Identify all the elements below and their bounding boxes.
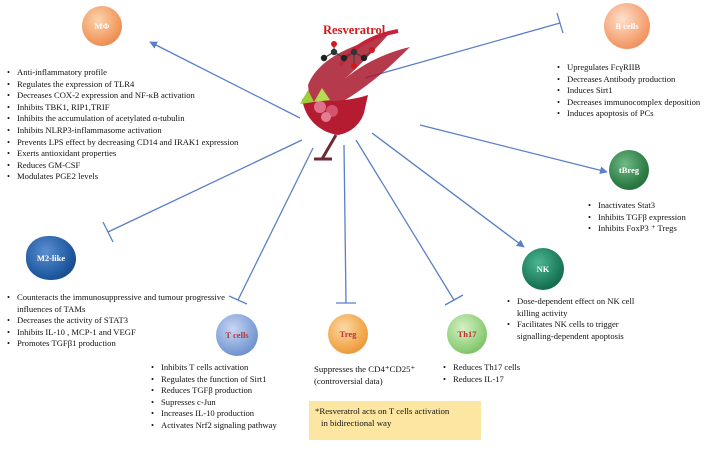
tbreg-effect-item: Inhibits TGFβ expression [587, 212, 717, 224]
th17-label: Th17 [457, 329, 477, 339]
treg-effect-line1: Suppresses the CD4⁺CD25⁺ [314, 364, 416, 374]
note-line1: *Resveratrol acts on T cells activation [315, 406, 450, 416]
b-cell-effect-item: Induces apoptosis of PCs [556, 108, 718, 120]
macrophage-label: MΦ [94, 21, 110, 31]
th17-cell: Th17 [447, 314, 487, 354]
t-cell-effect-item: Increases IL-10 production [150, 408, 308, 420]
tbreg-label: tBreg [618, 165, 640, 175]
macrophage-effect-item: Anti-inflammatory profile [6, 67, 316, 79]
macrophage-effect-item: Inhibits the accumulation of acetylated … [6, 113, 316, 125]
note-box: *Resveratrol acts on T cells activation … [309, 401, 481, 440]
inhibit-bar-b-cells [556, 12, 564, 34]
t-cells-cell: T cells [216, 314, 258, 356]
t-cell-effect-item: Regulates the function of Sirt1 [150, 374, 308, 386]
macrophage-effect-item: Reduces GM-CSF [6, 160, 316, 172]
macrophage-effect-item: Decreases COX-2 expression and NF-κB act… [6, 90, 316, 102]
nk-effect-item: Facilitates NK cells to trigger signalli… [506, 319, 656, 342]
inhibit-line-treg [343, 144, 347, 304]
macrophage-effect-item: Inhibits TBK1, RIP1,TRIF [6, 102, 316, 114]
molecule-icon [320, 41, 375, 69]
tbreg-effects-list: Inactivates Stat3Inhibits TGFβ expressio… [587, 200, 717, 235]
m2-effect-item: Decreases the activity of STAT3 [6, 315, 226, 327]
macrophage-effect-item: Prevents LPS effect by decreasing CD14 a… [6, 137, 316, 149]
th17-effect-item: Reduces Th17 cells [442, 362, 562, 374]
treg-effects: Suppresses the CD4⁺CD25⁺ (controversial … [314, 364, 434, 387]
nk-effect-item: Dose-dependent effect on NK cell killing… [506, 296, 656, 319]
arrow-to-tbreg [419, 124, 608, 175]
th17-effect-item: Reduces IL-17 [442, 374, 562, 386]
macrophage-effects-list: Anti-inflammatory profileRegulates the e… [6, 67, 316, 183]
tbreg-effect-item: Inhibits FoxP3 ⁺ Tregs [587, 223, 717, 235]
macrophage-effect-item: Regulates the expression of TLR4 [6, 79, 316, 91]
inhibit-bar-m2 [102, 221, 114, 243]
inhibit-line-th17 [355, 139, 455, 301]
tbreg-effect-item: Inactivates Stat3 [587, 200, 717, 212]
b-cell-effect-item: Decreases Antibody production [556, 74, 718, 86]
nk-cell: NK [522, 248, 564, 290]
m2-effect-item: Inhibits IL-10 , MCP-1 and VEGF [6, 327, 226, 339]
m2-like-effects-list: Counteracts the immunosuppressive and tu… [6, 292, 226, 350]
t-cells-label: T cells [225, 330, 249, 340]
b-cell-effect-item: Decreases immunocomplex deposition [556, 97, 718, 109]
macrophage-cell: MΦ [82, 6, 122, 46]
treg-effect-line2: (controversial data) [314, 375, 383, 386]
nk-effects-list: Dose-dependent effect on NK cell killing… [506, 296, 656, 342]
treg-cell: Treg [328, 314, 368, 354]
m2-effect-item: Counteracts the immunosuppressive and tu… [6, 292, 226, 315]
th17-effects-list: Reduces Th17 cellsReduces IL-17 [442, 362, 562, 385]
note-line2: in bidirectional way [321, 418, 392, 428]
arrow-to-nk [371, 132, 525, 248]
b-cells-label: B cells [615, 21, 639, 31]
macrophage-effect-item: Exerts antioxidant properties [6, 148, 316, 160]
tbreg-cell: tBreg [609, 150, 649, 190]
b-cell-effect-item: Induces Sirt1 [556, 85, 718, 97]
b-cell-effect-item: Upregulates FcγRIIB [556, 62, 718, 74]
t-cells-effects-list: Inhibits T cells activationRegulates the… [150, 362, 308, 432]
inhibit-bar-t-cells [228, 295, 248, 305]
macrophage-effect-item: Modulates PGE2 levels [6, 171, 316, 183]
t-cell-effect-item: Reduces TGFβ production [150, 385, 308, 397]
treg-label: Treg [339, 329, 357, 339]
macrophage-effect-item: Inhibits NLRP3-inflammasome activation [6, 125, 316, 137]
title: Resveratrol [323, 23, 386, 37]
b-cells-cell: B cells [604, 3, 650, 49]
t-cell-effect-item: Supresses c-Jun [150, 397, 308, 409]
t-cell-effect-item: Activates Nrf2 signaling pathway [150, 420, 308, 432]
b-cells-effects-list: Upregulates FcγRIIBDecreases Antibody pr… [556, 62, 718, 120]
inhibit-bar-th17 [444, 294, 464, 306]
m2-effect-item: Promotes TGFβ1 production [6, 338, 226, 350]
m2-like-cell: M2-like [26, 236, 76, 280]
m2-like-label: M2-like [36, 253, 66, 263]
nk-label: NK [536, 264, 550, 274]
inhibit-line-b-cells [364, 22, 561, 79]
t-cell-effect-item: Inhibits T cells activation [150, 362, 308, 374]
